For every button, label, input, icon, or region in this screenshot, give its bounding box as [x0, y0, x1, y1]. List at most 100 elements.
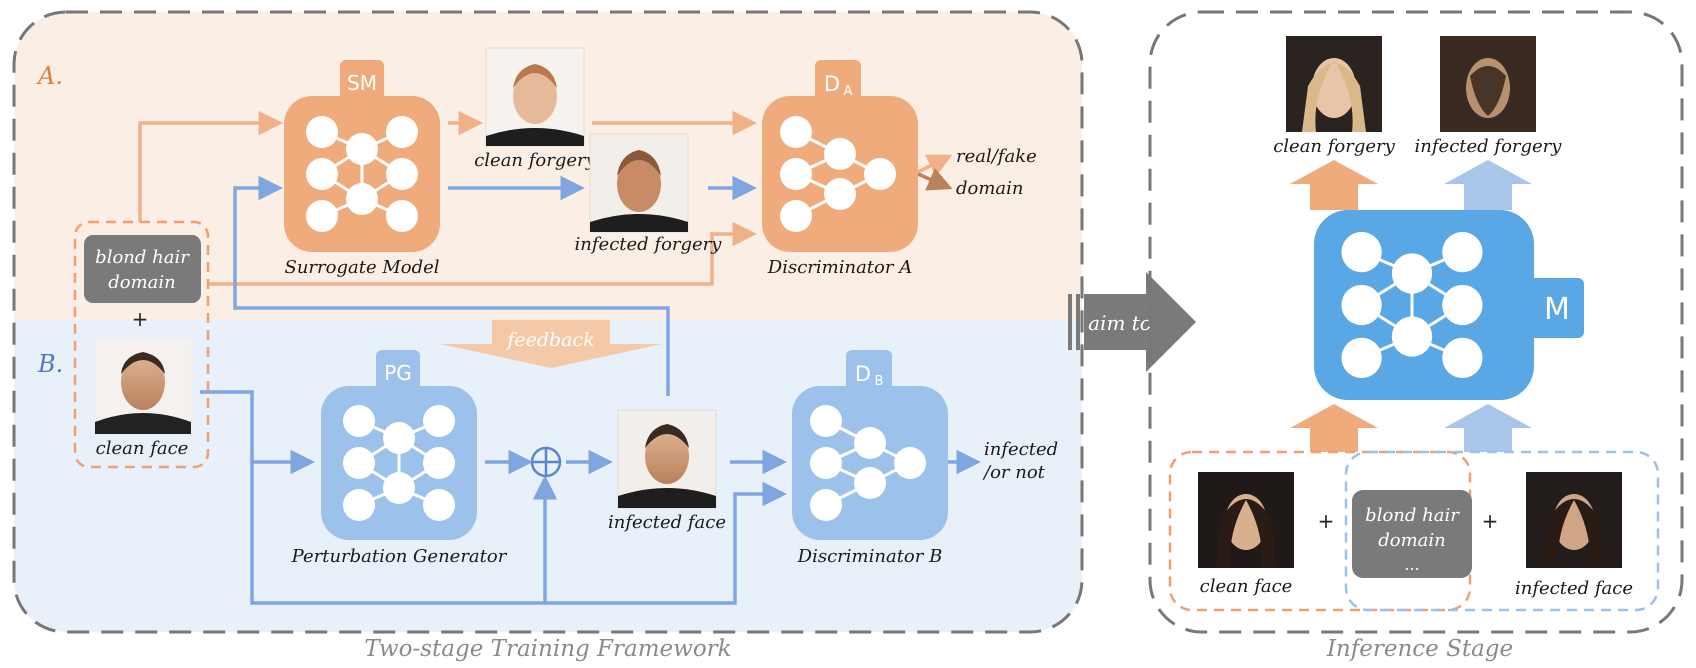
network-node: [386, 200, 418, 232]
clean-forgery-image: [485, 47, 585, 147]
aim-to-label: aim to: [1088, 311, 1152, 335]
network-node: [1391, 253, 1433, 294]
network-node: [1341, 231, 1382, 273]
network-node: [1341, 284, 1382, 326]
network-node: [1442, 231, 1483, 273]
network-node: [1391, 316, 1433, 357]
inference-up-arrow-orange-top: [1290, 160, 1378, 210]
network-node: [854, 467, 886, 499]
attribute-box: [84, 235, 201, 303]
stage-b-arrows: [200, 390, 981, 605]
clean-face-label: clean face: [96, 438, 189, 459]
network-node: [343, 405, 375, 437]
generator-network-icon: [343, 405, 455, 521]
clean-forgery-label: clean forgery: [474, 150, 596, 171]
inference-infected-forgery-label: infected forgery: [1415, 136, 1563, 157]
surrogate-network-icon: [306, 116, 418, 232]
inference-attribute-line-3: ...: [1404, 555, 1419, 574]
feedback-label: feedback: [505, 329, 594, 351]
network-node: [1341, 337, 1382, 379]
surrogate-label: Surrogate Model: [284, 257, 439, 278]
network-node: [854, 427, 886, 459]
disc-a-tag-sub: A: [844, 84, 853, 99]
inference-up-arrow-blue-top: [1444, 160, 1532, 210]
feedback-arrow: [440, 320, 662, 368]
model-m: M: [1314, 210, 1584, 400]
inference-infected-face-label: infected face: [1515, 578, 1633, 599]
network-node: [780, 200, 812, 232]
network-node: [824, 178, 856, 210]
inference-infected-forgery-image: [1440, 36, 1536, 132]
clean-face-image: [95, 338, 191, 434]
network-node: [343, 447, 375, 479]
inference-frame: [1148, 10, 1684, 634]
network-node: [346, 133, 378, 165]
inference-clean-face-label: clean face: [1200, 576, 1293, 597]
network-node: [423, 447, 455, 479]
network-node: [386, 116, 418, 148]
network-node: [423, 489, 455, 521]
plus-sign: +: [132, 307, 149, 331]
model-m-network-icon: [1341, 231, 1483, 379]
perturbation-generator: PG: [321, 350, 477, 540]
disc-a-tag-main: D: [824, 72, 840, 96]
infected-face-label: infected face: [608, 512, 726, 533]
generator-label: Perturbation Generator: [291, 546, 508, 567]
attribute-line-1: blond hair: [95, 247, 190, 268]
inference-plus-left: +: [1318, 509, 1335, 533]
inference-caption: Inference Stage: [1326, 636, 1513, 662]
training-frame: [12, 10, 1084, 634]
aim-to-arrow: [1068, 272, 1196, 372]
network-node: [423, 405, 455, 437]
inference-infected-face-image: [1526, 472, 1622, 568]
inference-attribute-box: [1352, 490, 1472, 578]
disc-b-tag-main: D: [855, 362, 871, 386]
network-node: [386, 158, 418, 190]
disc-b-label: Discriminator B: [797, 546, 943, 567]
network-node: [343, 489, 375, 521]
surrogate-tag: SM: [347, 71, 377, 95]
model-m-tag: M: [1544, 292, 1570, 327]
inference-attribute-line-2: domain: [1378, 530, 1446, 551]
network-node: [306, 200, 338, 232]
infected-forgery-label: infected forgery: [575, 234, 723, 255]
inference-clean-face-image: [1198, 472, 1294, 568]
network-node: [780, 158, 812, 190]
network-node: [1442, 337, 1483, 379]
network-node: [383, 472, 415, 504]
inference-clean-forgery-image: [1286, 36, 1382, 132]
network-node: [810, 405, 842, 437]
inference-up-arrow-blue-bottom: [1444, 404, 1532, 452]
inference-clean-forgery-label: clean forgery: [1273, 136, 1395, 157]
output-domain: domain: [956, 178, 1024, 199]
network-node: [306, 158, 338, 190]
disc-b-network-icon: [810, 405, 926, 521]
network-node: [810, 489, 842, 521]
surrogate-model: SM: [284, 60, 440, 252]
network-node: [780, 116, 812, 148]
output-or-not: /or not: [982, 462, 1046, 483]
infected-face-image: [617, 409, 717, 509]
network-node: [383, 422, 415, 454]
network-node: [810, 447, 842, 479]
inference-infected-group: [1344, 450, 1660, 612]
discriminator-b: D B: [792, 350, 948, 540]
output-infected: infected: [984, 439, 1058, 460]
stage-a-label: A.: [36, 62, 63, 90]
disc-a-network-icon: [780, 116, 896, 232]
stage-a-arrows: [138, 110, 953, 396]
network-node: [864, 158, 896, 190]
network-node: [894, 447, 926, 479]
disc-a-label: Discriminator A: [767, 257, 912, 278]
infected-forgery-image: [589, 133, 689, 233]
attribute-line-2: domain: [108, 272, 176, 293]
inference-attribute-line-1: blond hair: [1365, 505, 1460, 526]
generator-tag: PG: [384, 361, 412, 385]
training-caption: Two-stage Training Framework: [364, 636, 731, 662]
network-node: [346, 183, 378, 215]
network-node: [824, 138, 856, 170]
network-node: [306, 116, 338, 148]
disc-b-tag-sub: B: [875, 374, 884, 389]
